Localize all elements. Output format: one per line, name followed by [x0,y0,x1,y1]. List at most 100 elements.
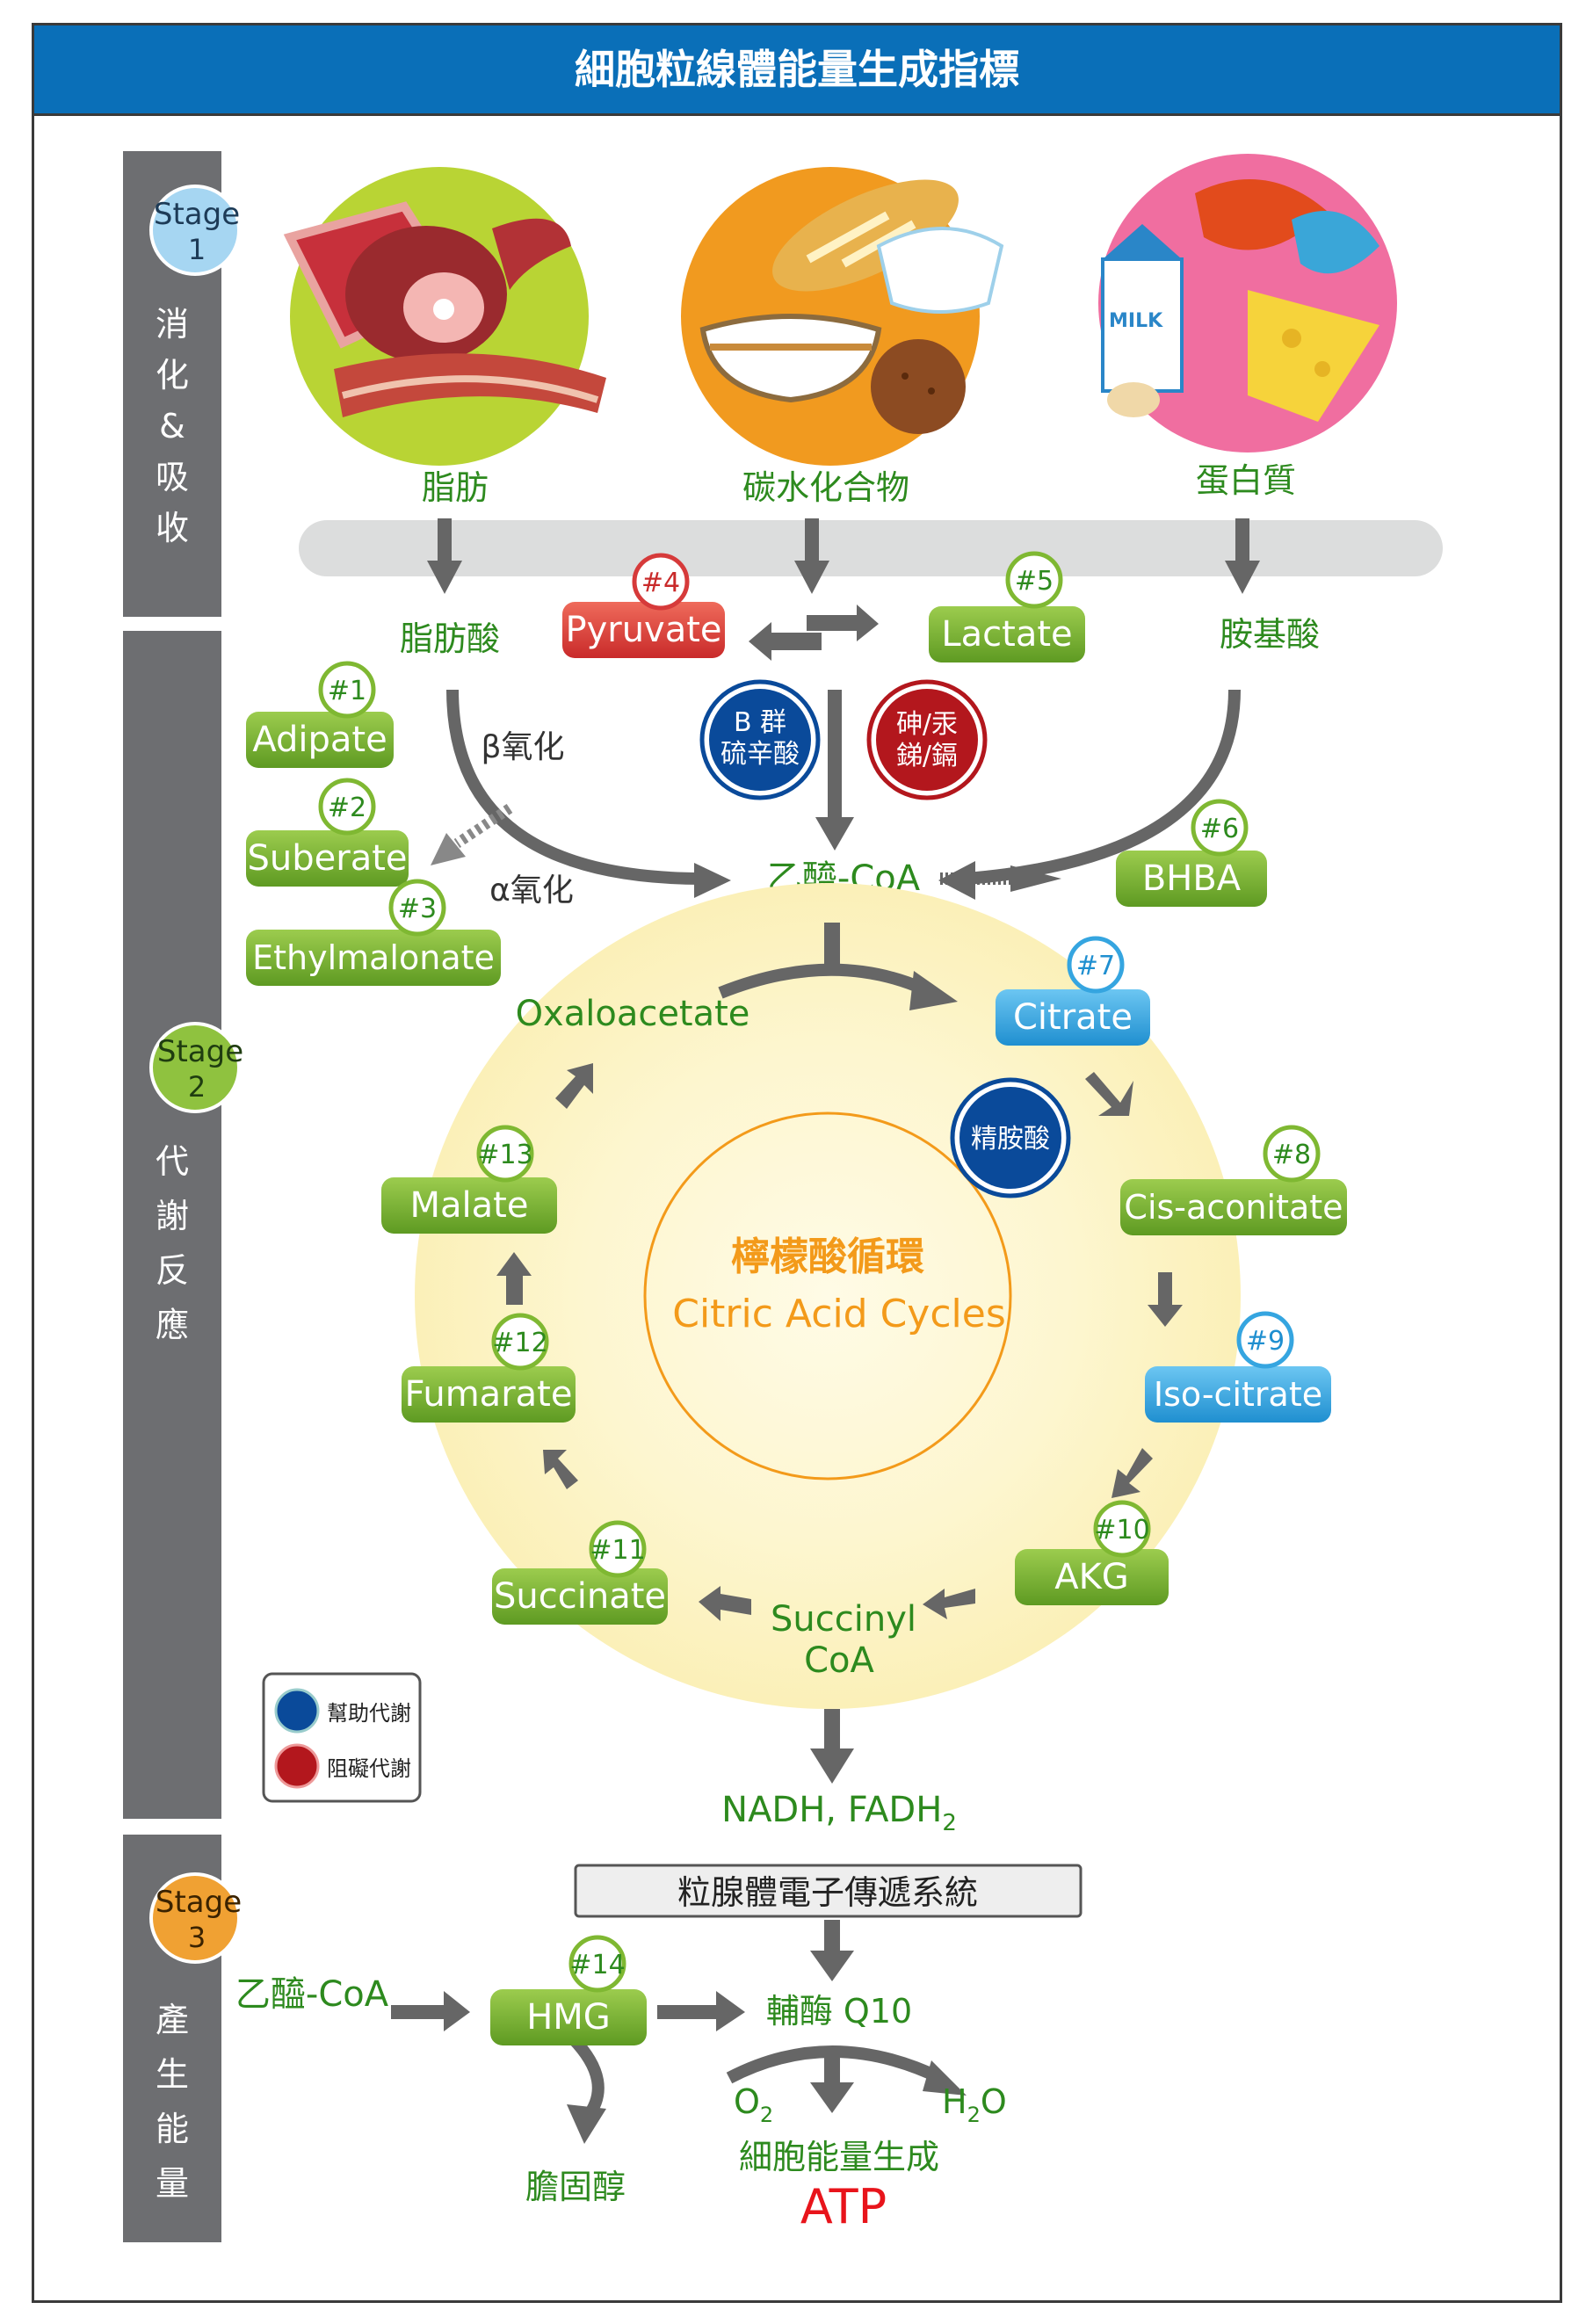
marker-fumarate: Fumarate #12 [402,1313,576,1423]
marker-pill [381,1177,557,1234]
marker-succinate: Succinate#11 [492,1520,668,1625]
marker-name: Citrate [1013,997,1133,1038]
legend-help-label: 幫助代謝 [327,1701,411,1726]
marker-number: #1 [328,676,366,706]
fatty-acid-label: 脂肪酸 [400,619,500,658]
food-label-protein: 蛋白質 [1196,461,1296,500]
marker-number-badge [1236,1311,1294,1369]
stage2-name: 代謝反應 [156,1142,189,1344]
marker-number: #9 [1246,1326,1285,1357]
b-vitamin-cofactor: B 群 硫辛酸 [699,679,821,800]
amino-acid-arrow [966,689,1241,885]
marker-number-badge [1093,1500,1151,1558]
marker-pill [1145,1366,1331,1423]
marker-number: #14 [569,1950,625,1980]
marker-number-badge [1263,1125,1321,1183]
legend-inhibit-swatch [274,1743,320,1789]
stage2-number: 2 [188,1070,206,1104]
marker-number: #7 [1076,951,1115,981]
marker-suberate: Suberate #2 [246,778,409,887]
stage2-bar [123,631,221,1819]
hmg-to-q10-arrow [657,1991,745,2031]
marker-lactate: Lactate#5 [929,551,1085,662]
heavy-metal-line1: 砷/汞 [896,709,958,740]
h2o-label: H2O [942,2082,1007,2127]
page-title: 細胞粒線體能量生成指標 [32,23,1562,116]
marker-pill [929,606,1085,662]
marker-pill [1120,1179,1347,1235]
marker-adipate: Adipate #1 [246,661,394,768]
marker-pill [996,989,1150,1046]
stage2-badge: Stage 2 [149,1022,243,1113]
stage3-number: 3 [188,1921,206,1954]
marker-name: HMG [526,1997,611,2038]
alpha-oxidation-arrow [453,804,513,848]
marker-number: #3 [398,894,437,924]
amino-acid-label: 胺基酸 [1220,615,1320,654]
marker-pyruvate: Pyruvate #4 [562,553,725,658]
marker-name: BHBA [1142,858,1242,899]
svg-text:MILK: MILK [1109,310,1163,332]
digestion-arrows [427,518,1260,594]
marker-number-badge [1191,799,1249,857]
acetyl-to-hmg-arrow [391,1991,470,2031]
marker-pill [402,1366,576,1423]
marker-name: Fumarate [405,1374,573,1415]
legend: 幫助代謝 阻礙代謝 [262,1672,422,1803]
marker-number: #10 [1094,1515,1149,1546]
marker-pill [492,1568,668,1625]
stage2-label: Stage [157,1034,243,1069]
meat-icon [283,167,606,466]
b-vitamin-line2: 硫辛酸 [720,739,800,770]
marker-number-badge [1067,936,1125,994]
stage1-label: Stage [154,197,240,232]
marker-number: #13 [477,1140,532,1170]
marker-name: AKG [1054,1557,1129,1597]
acetyl-into-cycle [824,923,840,975]
stage1-name: 消化&吸收 [156,305,189,547]
marker-number-badge [491,1313,549,1371]
alpha-oxidation-label: α氧化 [489,872,574,909]
stage3-label: Stage [156,1885,242,1920]
pyruvate-lactate-exchange [749,605,879,661]
marker-name: Iso-citrate [1154,1375,1322,1414]
marker-number-badge [1005,551,1063,609]
marker-number-badge [388,879,446,937]
marker-name: Suberate [248,838,408,879]
heavy-metal-line2: 銻/鎘 [896,741,958,771]
heavy-metal-cofactor: 砷/汞 銻/鎘 [866,679,988,800]
cycle-title-zh: 檸檬酸循環 [731,1234,924,1279]
marker-number: #12 [492,1328,547,1358]
digestion-band [299,520,1443,576]
marker-name: Adipate [252,720,387,760]
marker-iso-citrate: Iso-citrate #9 [1145,1311,1331,1423]
marker-pill [246,830,409,887]
energy-label: 細胞能量生成 [739,2138,939,2176]
marker-name: Ethylmalonate [252,938,495,977]
cycle-step-arrows [496,1063,1183,1621]
oxaloacetate-to-citrate-arrow [718,963,925,999]
marker-number: #8 [1272,1140,1311,1170]
marker-hmg: HMG #14 [490,1935,647,2045]
marker-number-badge [476,1125,534,1183]
marker-name: Malate [410,1185,529,1226]
stage3-badge: Stage 3 [149,1872,242,1964]
acetyl-coa-stage3-label: 乙醯-CoA [235,1974,389,2015]
food-label-carb: 碳水化合物 [742,468,909,507]
marker-number-badge [589,1520,647,1578]
atp-label: ATP [800,2179,887,2234]
marker-pill [490,1989,647,2045]
succinyl-coa-label: CoA [804,1640,874,1681]
marker-pill [1116,851,1267,907]
nadh-label: NADH, FADH2 [721,1790,957,1836]
marker-number: #4 [641,568,680,598]
marker-pill [562,602,725,658]
q10-label: 輔酶 Q10 [766,1992,912,2031]
stage3-name: 產生能量 [156,2001,189,2203]
stage-bars [123,151,221,2242]
marker-number: #2 [328,793,366,823]
marker-pill [246,712,394,768]
marker-name: Pyruvate [565,610,721,650]
stage1-badge: Stage 1 [149,185,241,276]
